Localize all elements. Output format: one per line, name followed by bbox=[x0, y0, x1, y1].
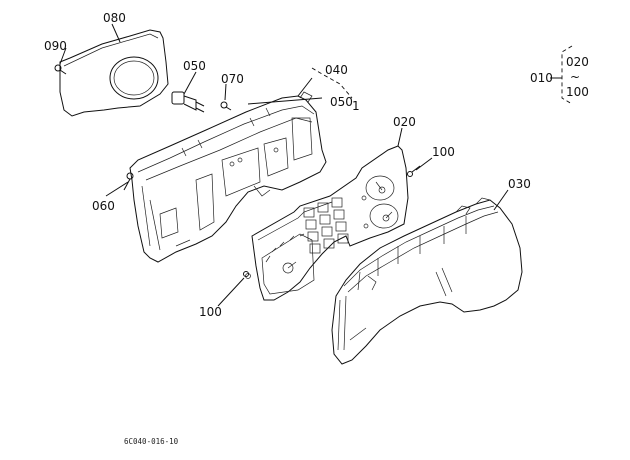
part-050-bulb-socket bbox=[171, 91, 205, 113]
callout-040: 040 bbox=[325, 63, 348, 77]
leader-lines bbox=[59, 23, 509, 307]
callout-030: 030 bbox=[508, 177, 531, 191]
callout-100-lower: 100 bbox=[199, 305, 222, 319]
part-020-meter-panel bbox=[245, 145, 409, 301]
callout-020: 020 bbox=[393, 115, 416, 129]
part-070-screw bbox=[220, 101, 232, 111]
drawing-reference-code: 6C040-016-10 bbox=[124, 437, 179, 446]
legend-020: 020 bbox=[566, 55, 589, 69]
part-040-meter-housing bbox=[129, 91, 327, 263]
part-100-screw-lower bbox=[243, 271, 249, 277]
callout-060: 060 bbox=[92, 199, 115, 213]
part-100-screw-upper bbox=[407, 165, 421, 177]
assembly-legend: 010 020 ~ 100 bbox=[530, 45, 589, 105]
callout-070: 070 bbox=[221, 72, 244, 86]
legend-tilde: ~ bbox=[570, 70, 580, 84]
part-090-screw bbox=[54, 64, 67, 75]
callout-080: 080 bbox=[103, 11, 126, 25]
part-030-front-lens bbox=[331, 197, 523, 365]
callout-100-upper: 100 bbox=[432, 145, 455, 159]
part-060-screw bbox=[123, 172, 134, 191]
callout-050-1: 050 bbox=[330, 95, 353, 109]
legend-100: 100 bbox=[566, 85, 589, 99]
warning-lamp-grid bbox=[303, 197, 349, 254]
callout-labels: 080 090 050 070 040 050 1 020 100 030 06… bbox=[44, 11, 531, 319]
callout-050: 050 bbox=[183, 59, 206, 73]
part-080-cover-plate bbox=[59, 29, 169, 117]
legend-010: 010 bbox=[530, 71, 553, 85]
callout-050-1-suffix: 1 bbox=[352, 99, 360, 113]
callout-090: 090 bbox=[44, 39, 67, 53]
